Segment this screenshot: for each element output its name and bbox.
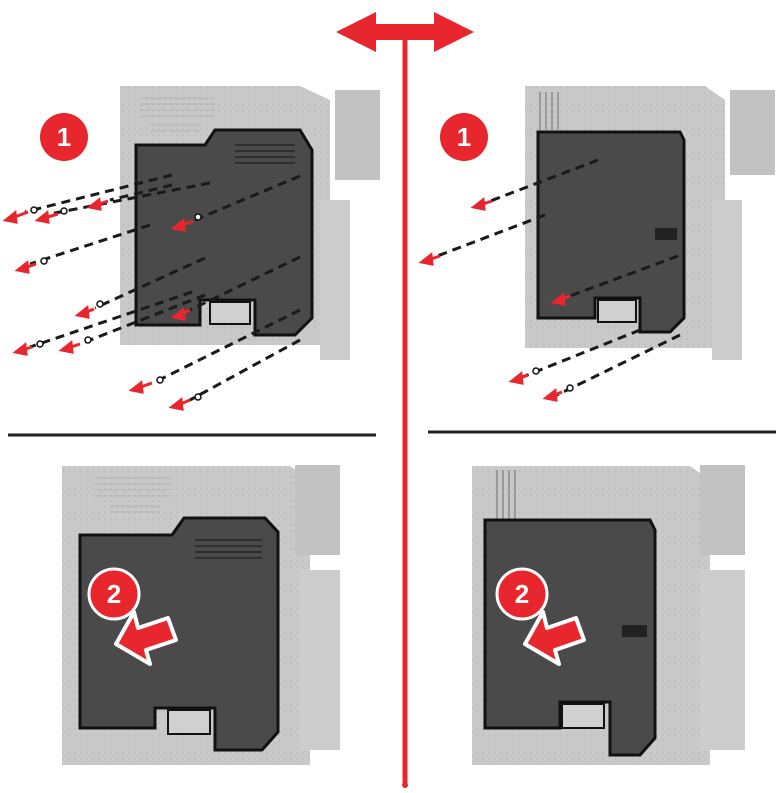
arrow-icon-bottom-right [523,610,586,666]
cover-plate-bottom-left [78,516,280,752]
screw-paths-top-left [24,173,301,402]
svg-text:1: 1 [457,122,471,152]
arrow-icon-right [418,197,571,402]
svg-text:2: 2 [515,579,529,609]
arrow-icon [2,197,194,411]
screw-paths-top-right [431,158,681,398]
screw-icon [30,206,202,401]
cover-plate-top-left [134,128,314,337]
svg-text:1: 1 [57,122,71,152]
step-badge-2-left: 2 [87,567,141,621]
svg-text:2: 2 [107,579,121,609]
double-headed-arrow-icon [336,12,474,788]
step-badge-2-right: 2 [495,567,549,621]
step-badge-1-right: 1 [440,113,488,161]
step-badge-1-left: 1 [40,113,88,161]
screw-icon-right [532,367,574,392]
arrow-icon-bottom-left [114,610,178,666]
cover-plate-top-right [536,130,686,334]
